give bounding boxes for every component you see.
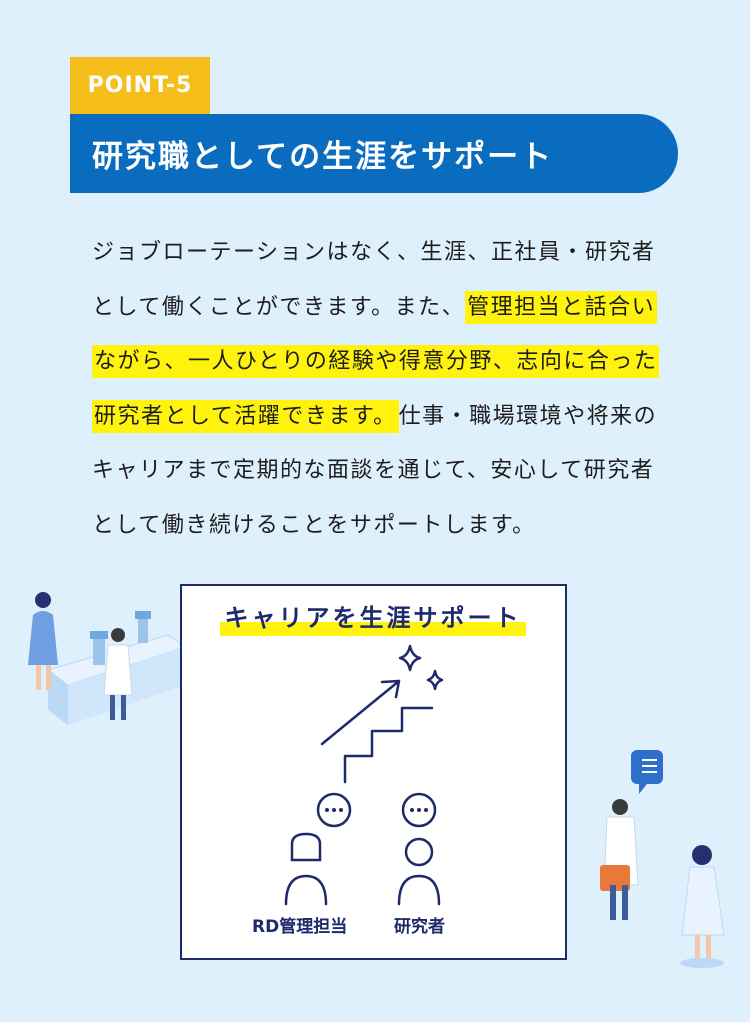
description-highlight-3: 研究者として活躍できます。 xyxy=(92,399,399,433)
growth-arrow-icon xyxy=(320,679,401,746)
speech-bubble-icon xyxy=(316,792,352,828)
researcher-label: 研究者 xyxy=(394,917,445,937)
description-text: ジョブローテーションはなく、生涯、正社員・研究者 として働くことができます。また… xyxy=(92,226,672,553)
description-line-5: キャリアまで定期的な面談を通じて、安心して研究者 xyxy=(92,458,655,483)
lab-researchers-illustration xyxy=(28,592,188,725)
stairs-icon xyxy=(343,706,434,784)
section-title: 研究職としての生涯をサポート xyxy=(70,114,678,193)
card-title-highlight xyxy=(220,622,526,636)
manager-person-icon xyxy=(284,832,328,906)
consultation-illustration xyxy=(600,750,725,968)
career-diagram xyxy=(284,644,444,906)
description-line-4-plain: 仕事・職場環境や将来の xyxy=(398,403,658,429)
card-title: キャリアを生涯サポート xyxy=(224,604,522,632)
description-highlight-2: ながら、一人ひとりの経験や得意分野、志向に合った xyxy=(92,345,660,378)
sparkle-icon xyxy=(426,669,444,691)
speech-bubble-icon xyxy=(401,792,437,828)
description-line-2: として働くことができます。また、管理担当と話合い xyxy=(92,281,672,336)
description-line-6: として働き続けることをサポートします。 xyxy=(92,512,536,538)
manager-label: RD管理担当 xyxy=(252,917,348,937)
card-title-wrap: キャリアを生涯サポート xyxy=(220,600,526,640)
career-support-card: キャリアを生涯サポート xyxy=(180,584,567,960)
description-line-3: ながら、一人ひとりの経験や得意分野、志向に合った xyxy=(92,335,672,390)
description-line-2-plain: として働くことができます。また、 xyxy=(92,294,466,320)
point-label: POINT-5 xyxy=(70,57,210,114)
sparkle-icon xyxy=(398,644,422,672)
description-line-1: ジョブローテーションはなく、生涯、正社員・研究者 xyxy=(92,240,656,265)
researcher-person-icon xyxy=(397,837,441,906)
description-highlight-1: 管理担当と話合い xyxy=(465,290,658,324)
description-line-4: 研究者として活躍できます。仕事・職場環境や将来の xyxy=(92,390,672,445)
